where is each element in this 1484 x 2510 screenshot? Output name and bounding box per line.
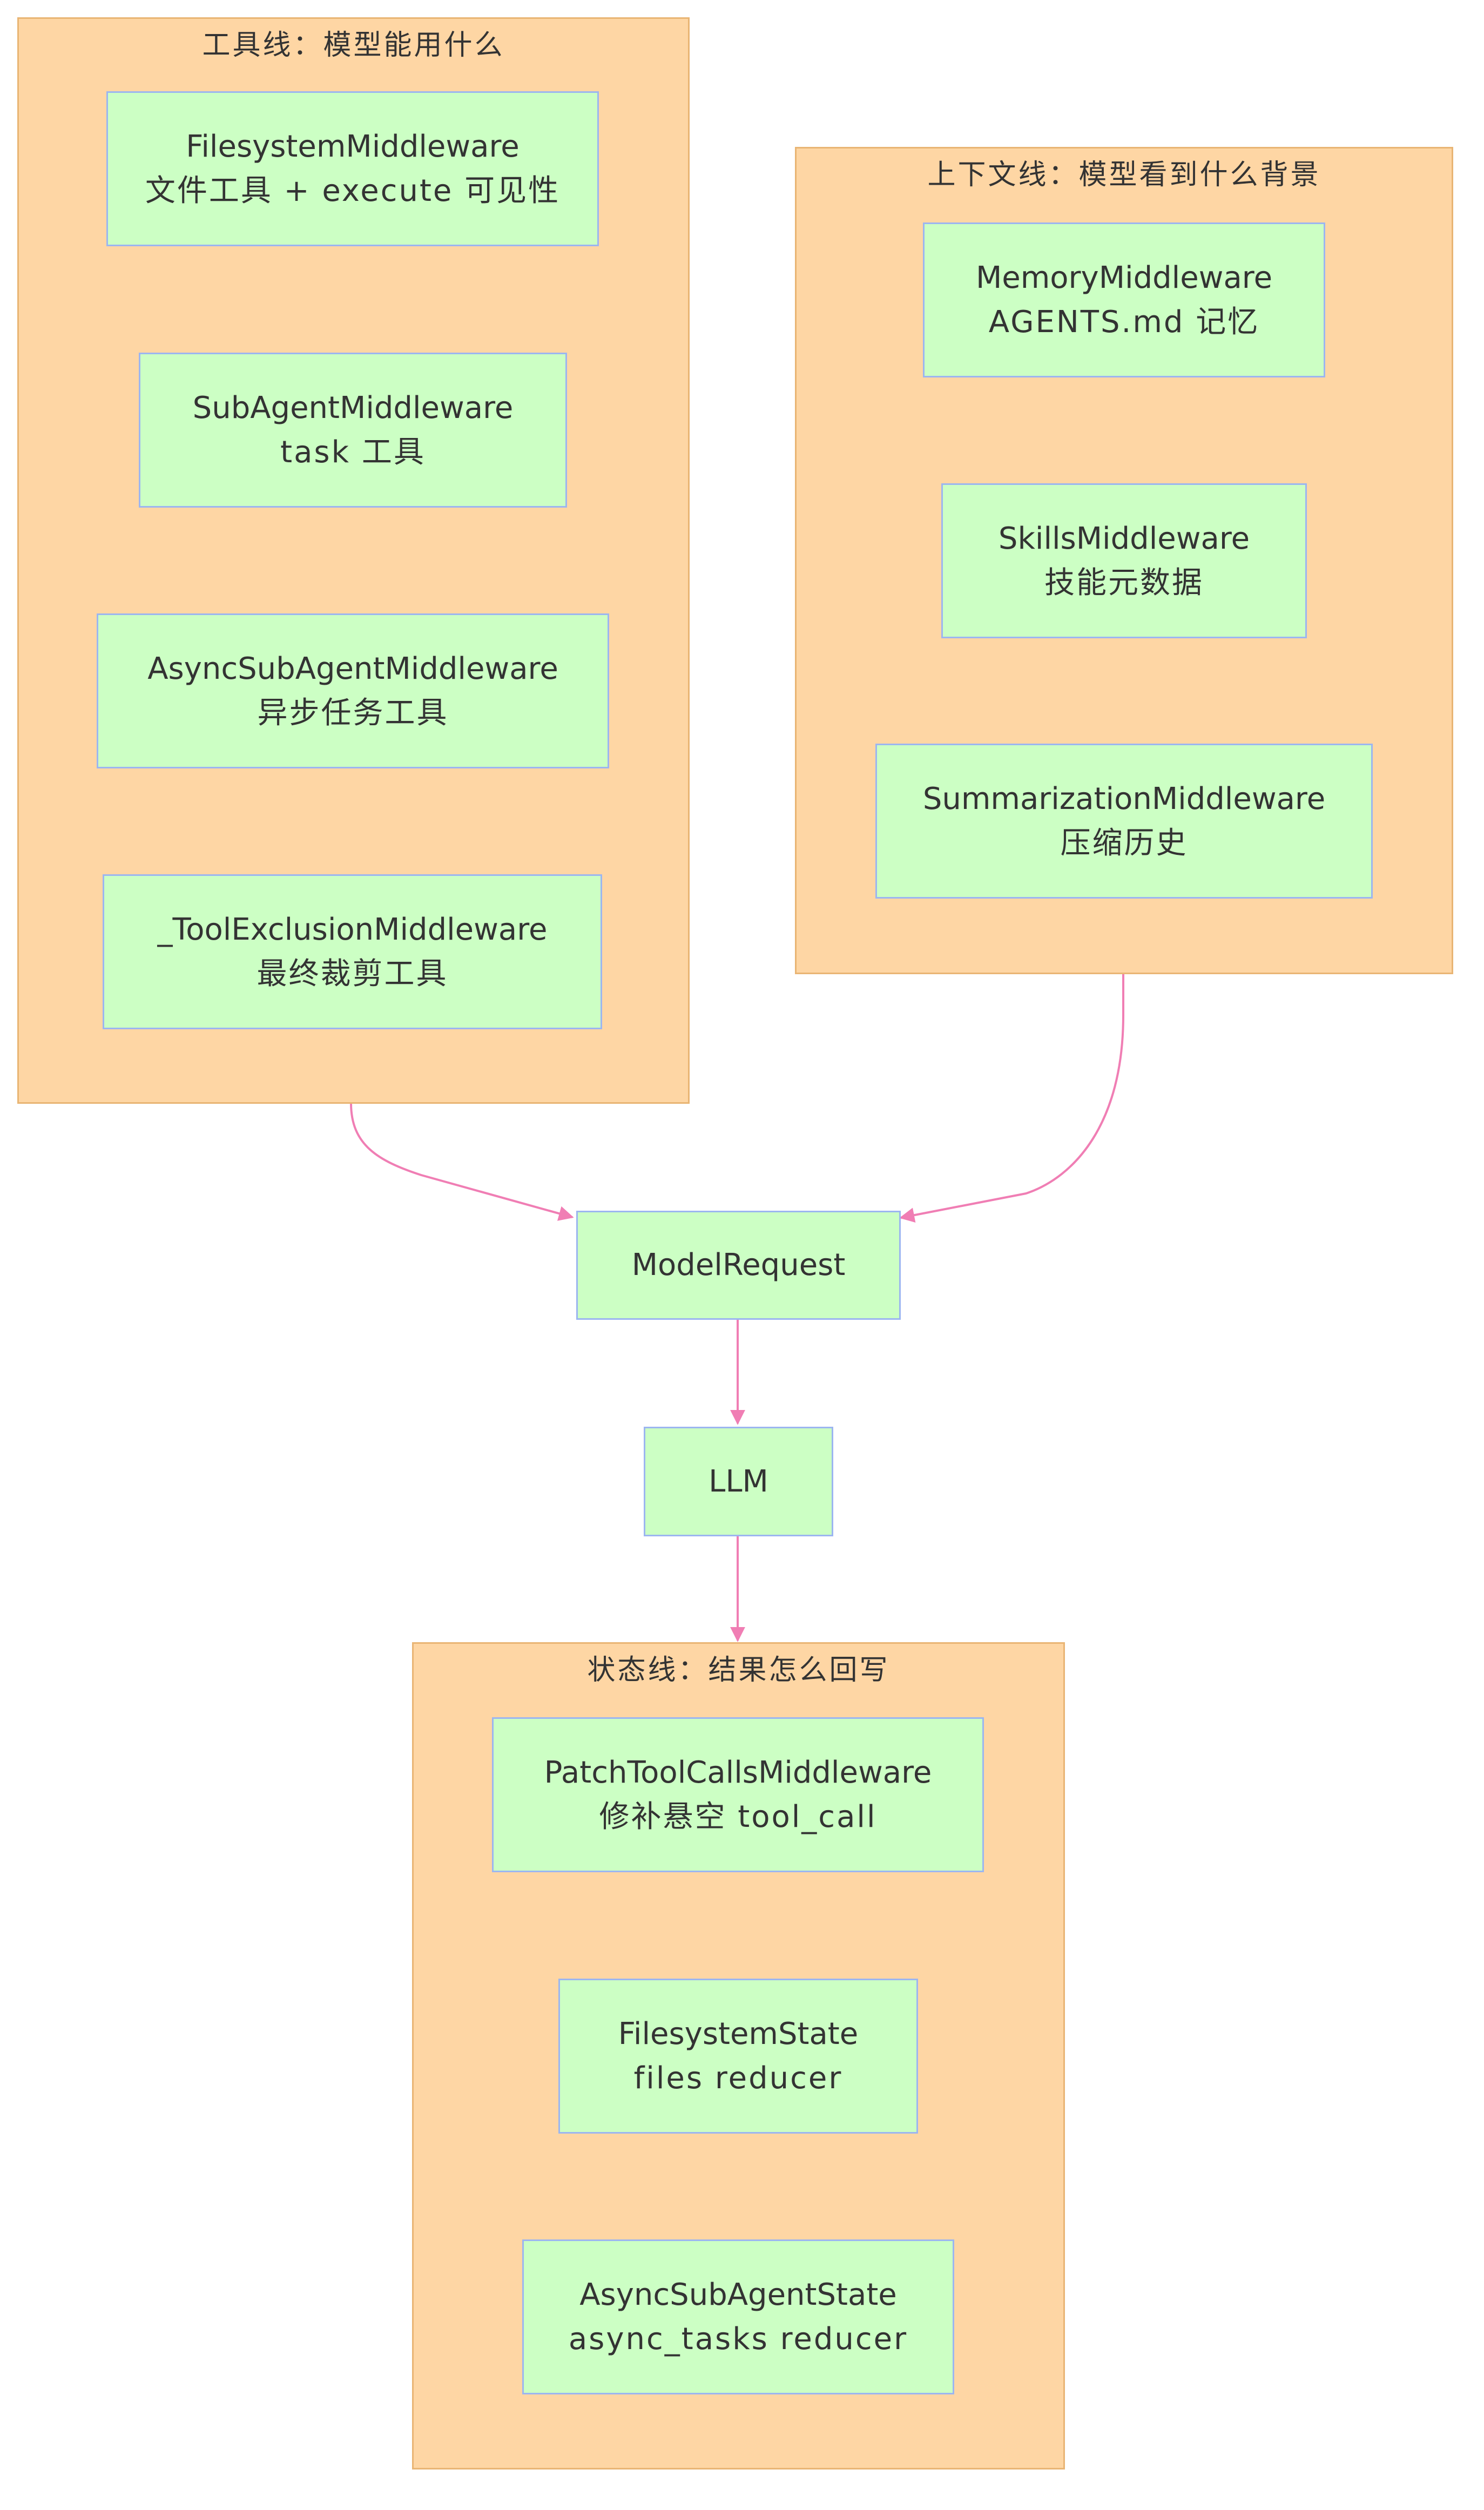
node-sublabel: 最终裁剪工具 xyxy=(257,956,448,991)
node-label: ModelRequest xyxy=(631,1247,846,1283)
node-sublabel: files reducer xyxy=(633,2060,843,2096)
node-async-subagent-middleware: AsyncSubAgentMiddleware 异步任务工具 xyxy=(97,613,609,768)
edge-context-to-modelrequest xyxy=(899,974,1124,1223)
node-sublabel: task 工具 xyxy=(280,434,426,470)
node-label: MemoryMiddleware xyxy=(975,260,1273,295)
node-label: SkillsMiddleware xyxy=(998,521,1250,556)
node-subagent-middleware: SubAgentMiddleware task 工具 xyxy=(139,353,567,508)
node-sublabel: 技能元数据 xyxy=(1044,565,1204,600)
node-memory-middleware: MemoryMiddleware AGENTS.md 记忆 xyxy=(923,222,1325,377)
node-sublabel: AGENTS.md 记忆 xyxy=(988,304,1260,340)
node-label: SummarizationMiddleware xyxy=(922,781,1326,817)
node-label: AsyncSubAgentMiddleware xyxy=(147,651,558,686)
node-sublabel: 文件工具 + execute 可见性 xyxy=(145,173,561,208)
node-summarization-middleware: SummarizationMiddleware 压缩历史 xyxy=(875,744,1373,899)
node-filesystem-middleware: FilesystemMiddleware 文件工具 + execute 可见性 xyxy=(106,91,599,246)
node-label: AsyncSubAgentState xyxy=(579,2277,897,2312)
group-context-title: 上下文线：模型看到什么背景 xyxy=(927,159,1321,191)
node-filesystem-state: FilesystemState files reducer xyxy=(558,1979,918,2134)
group-state-title: 状态线：结果怎么回写 xyxy=(587,1654,890,1686)
node-skills-middleware: SkillsMiddleware 技能元数据 xyxy=(941,483,1307,638)
node-label: SubAgentMiddleware xyxy=(192,390,514,426)
node-label: FilesystemMiddleware xyxy=(186,129,520,164)
node-sublabel: 修补悬空 tool_call xyxy=(599,1799,877,1834)
node-sublabel: 异步任务工具 xyxy=(257,695,449,731)
edge-tools-to-modelrequest xyxy=(350,1103,574,1221)
node-sublabel: async_tasks reducer xyxy=(568,2321,908,2357)
node-label: _ToolExclusionMiddleware xyxy=(157,912,548,947)
node-patch-tool-calls-middleware: PatchToolCallsMiddleware 修补悬空 tool_call xyxy=(492,1717,984,1872)
node-label: LLM xyxy=(709,1463,768,1499)
node-async-subagent-state: AsyncSubAgentState async_tasks reducer xyxy=(522,2239,954,2394)
node-model-request: ModelRequest xyxy=(576,1211,901,1320)
node-sublabel: 压缩历史 xyxy=(1060,825,1188,861)
node-llm: LLM xyxy=(644,1427,833,1536)
group-tools-title: 工具线：模型能用什么 xyxy=(202,29,505,62)
node-label: PatchToolCallsMiddleware xyxy=(544,1755,932,1790)
node-tool-exclusion-middleware: _ToolExclusionMiddleware 最终裁剪工具 xyxy=(103,874,602,1029)
node-label: FilesystemState xyxy=(618,2016,859,2052)
